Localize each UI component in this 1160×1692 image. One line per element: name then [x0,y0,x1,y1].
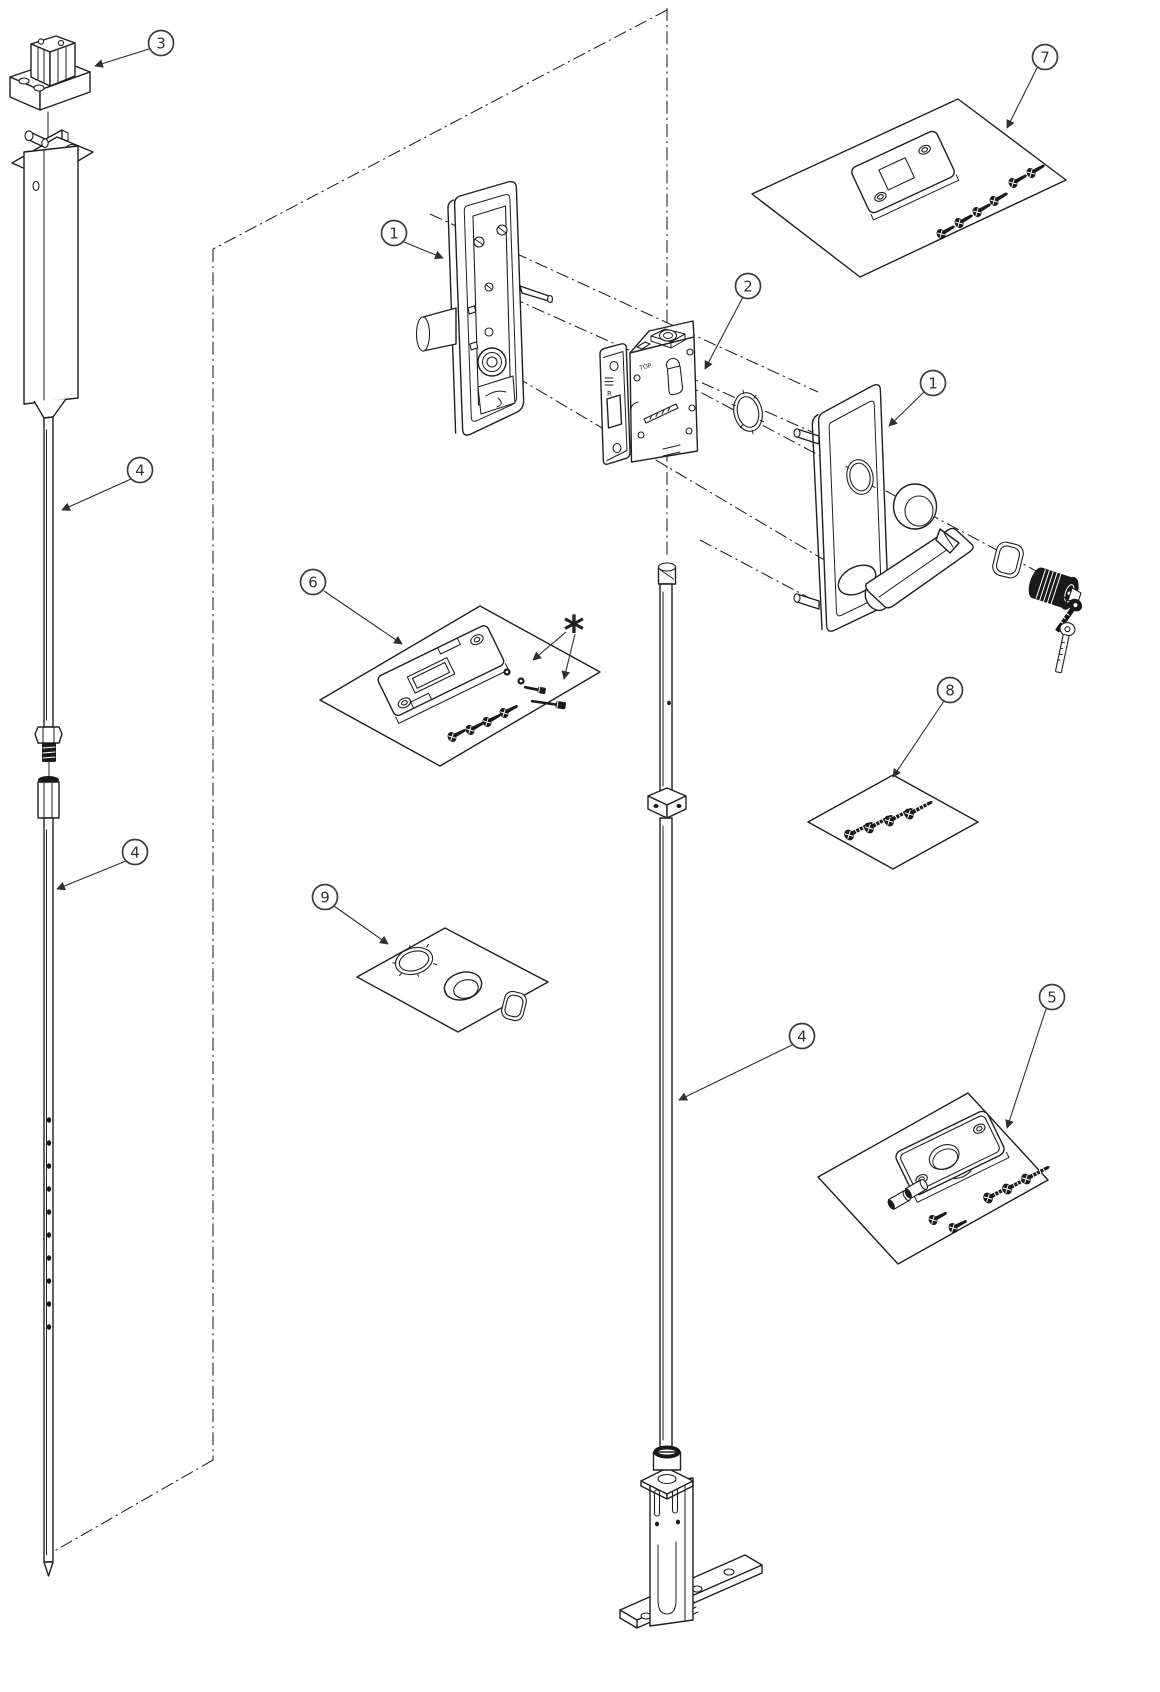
rod-hex-nut [34,726,63,744]
top-strike-block [9,35,91,151]
svg-text:4: 4 [130,843,140,861]
mortise-lock-body: R TOP [599,320,699,465]
svg-text:1: 1 [389,224,399,242]
trim-ring-kit [356,927,549,1033]
svg-text:1: 1 [928,374,938,392]
callout-6: 6 [299,568,327,596]
kit6-washers [503,668,525,685]
callout-4-left: 4 [121,838,149,866]
kit7-strike-plate [851,130,960,221]
collar-rosette [892,483,938,530]
callout-4-center: 4 [788,1022,816,1050]
callout-balloons: 1 1 2 3 4 4 4 5 6 7 8 9 [121,29,1066,1050]
machine-screw-kit [807,774,979,870]
mortise-cylinder [1028,567,1083,674]
kit6-guide-pins [523,685,566,710]
top-rod-assembly [11,129,94,1577]
callout-5: 5 [1038,983,1066,1011]
cylinder-trim-gasket [992,541,1024,579]
svg-text:8: 8 [945,681,955,699]
cylinder-hole [845,459,876,495]
svg-text:6: 6 [308,573,318,591]
svg-text:5: 5 [1047,988,1057,1006]
rod-adjustment-holes [46,1117,52,1330]
callout-8: 8 [936,676,964,704]
callout-1-outside: 1 [919,369,947,397]
bottom-bolt-assembly [619,1445,763,1629]
callout-leaders [56,47,1047,1129]
kit9-wave-ring [392,943,438,977]
lever-handle [837,527,974,612]
escutcheon-inside [415,180,554,436]
lock-top-stamp: TOP [638,362,653,372]
wave-spring-ring [731,389,765,435]
door-plane-lines [43,8,668,1558]
kit9-gasket [501,990,527,1022]
callout-4-top: 4 [126,456,154,484]
svg-text:3: 3 [156,34,166,52]
svg-text:2: 2 [743,277,753,295]
svg-text:9: 9 [320,888,330,906]
kit6-strike-plate [377,625,509,724]
keys [1055,595,1083,674]
svg-text:4: 4 [797,1027,807,1045]
footnote-asterisk: * [532,608,585,680]
rod-guide-collar [647,787,687,819]
kit5-guide-plate [895,1110,1010,1203]
callout-9: 9 [311,883,339,911]
callout-2: 2 [734,272,762,300]
kit5-spacers [887,1178,929,1210]
callout-3: 3 [147,29,175,57]
strike-plate-kit: * [319,605,601,767]
top-strike-plate-kit [751,98,1067,278]
center-rod-assembly [619,562,763,1629]
latchbolt-opening [606,394,623,429]
svg-text:*: * [564,608,585,654]
lock-hand-stamp: R [607,390,612,398]
kit9-collar [443,971,483,1001]
svg-text:7: 7 [1040,48,1050,66]
callout-1-inside: 1 [380,219,408,247]
bottom-fitting-kit [817,1092,1053,1265]
svg-text:4: 4 [135,461,145,479]
escutcheon-outside [793,383,1083,674]
spindle-hub-hole [658,329,678,342]
callout-7: 7 [1031,43,1059,71]
rod-coupler [37,781,60,819]
